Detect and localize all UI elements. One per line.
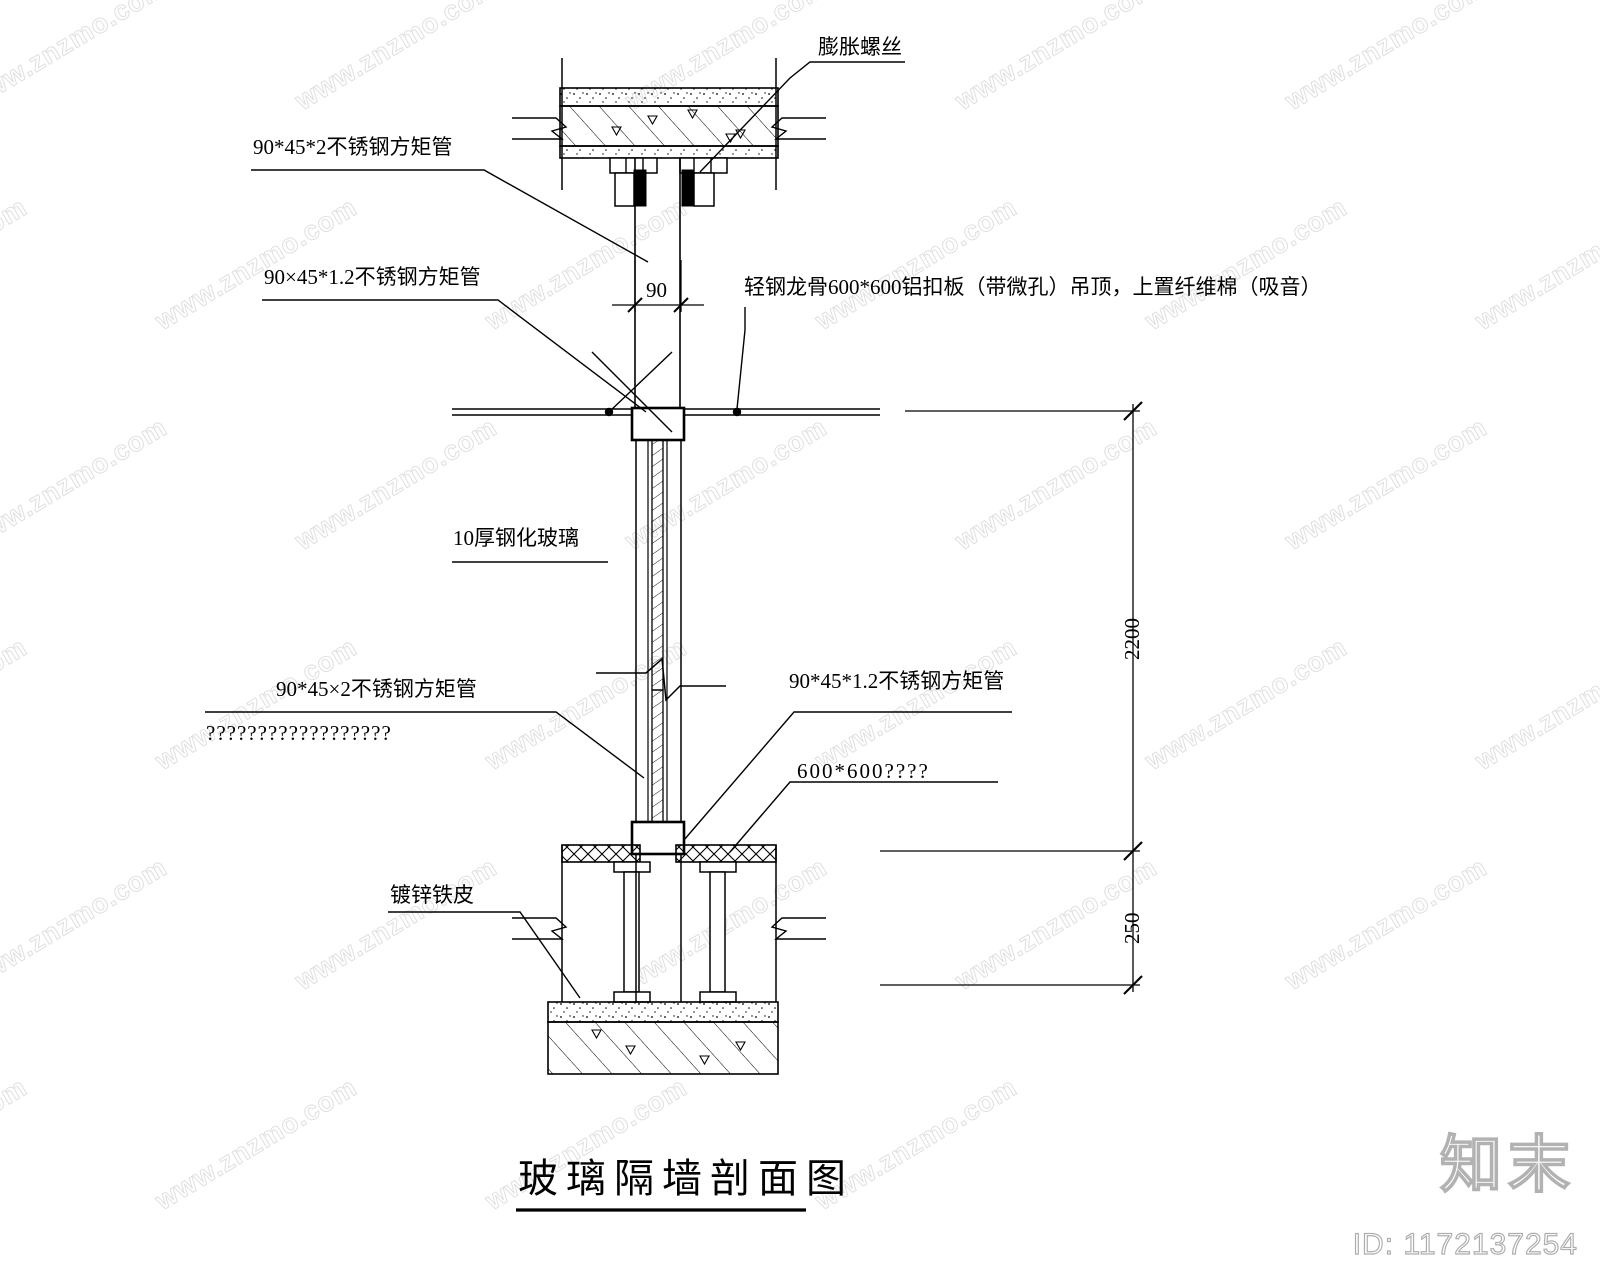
leader-lines [205,61,1012,999]
label-lower-tube-2-sub: ?????????????????? [206,721,392,745]
dimension-value-90: 90 [646,278,667,302]
dimension-chain-right [880,401,1143,995]
dimension-value-250: 250 [1120,912,1144,945]
drawing-id-tag: ID: 1172137254 [1352,1227,1578,1261]
label-upper-tube-12: 90×45*1.2不锈钢方矩管 [264,265,481,289]
label-lower-tube-12: 90*45*1.2不锈钢方矩管 [789,669,1005,693]
bottom-structural-slab [512,917,826,1075]
floor-pedestals [613,861,737,1003]
dimension-tube-width [612,260,704,313]
label-top-tube: 90*45*2不锈钢方矩管 [253,135,453,159]
expansion-bolt-assembly [609,157,728,207]
top-structural-slab [512,58,826,190]
floor-void-cut-lines [561,845,777,1002]
ceiling-connector-box [630,406,686,442]
tempered-glass-upper [635,439,682,691]
label-lower-tube-2: 90*45×2不锈钢方矩管 [276,677,477,701]
label-galvanized-sheet: 镀锌铁皮 [390,883,474,907]
dimension-value-2200: 2200 [1120,618,1144,660]
tempered-glass-lower [635,689,682,841]
site-logo: 知末 [1439,1130,1576,1201]
label-expansion-bolt: 膨胀螺丝 [818,35,902,59]
label-floor-panel: 600*600???? [797,759,930,783]
drawing-title: 玻璃隔墙剖面图 [518,1156,854,1201]
label-glass: 10厚钢化玻璃 [453,526,579,550]
glass-break-line [596,657,726,702]
label-ceiling: 轻钢龙骨600*600铝扣板（带微孔）吊顶，上置纤维棉（吸音） [744,275,1322,299]
